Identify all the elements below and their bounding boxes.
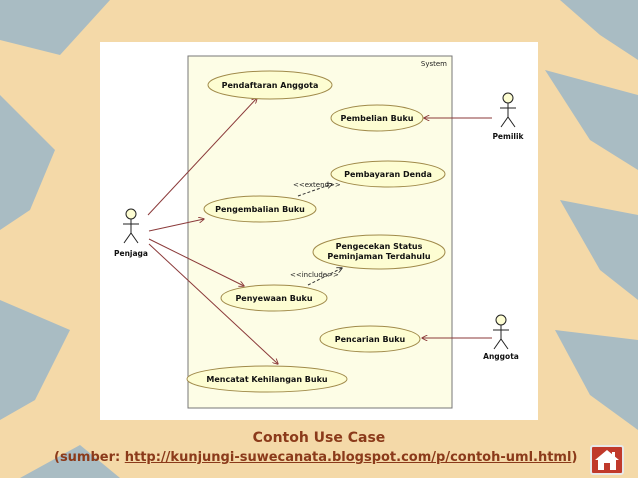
actor-legs [493,338,509,350]
actor-label: Penjaga [114,249,148,258]
use-case-pengembalian-buku: Pengembalian Buku [203,195,317,223]
system-label: System [421,60,447,68]
bg-shape [555,330,638,430]
use-case-shape [186,365,348,393]
use-case-label: Pengecekan Status [336,242,423,251]
use-case-shape [220,284,328,312]
actor-head [502,92,514,104]
bg-shape [560,200,638,300]
use-case-pencarian-buku: Pencarian Buku [319,325,421,353]
source-suffix: ) [571,450,578,465]
actor-label: Pemilik [492,132,524,141]
use-case-label: Pengembalian Buku [215,205,305,214]
use-case-label: Pembayaran Denda [344,170,432,179]
association-line [147,98,257,216]
use-case-mencatat-kehilangan-buku: Mencatat Kehilangan Buku [186,365,348,393]
system-boundary [187,55,453,409]
actor-label: Anggota [483,352,519,361]
use-case-shape [203,195,317,223]
diagram-card: System <<extend>> <<include>> Pendaftara… [100,42,538,420]
use-case-label: Penyewaan Buku [235,294,312,303]
actor-penjaga [123,208,139,244]
extend-line [297,184,332,197]
use-case-shape [312,234,446,270]
source-link[interactable]: http://kunjungi-suwecanata.blogspot.com/… [124,450,572,465]
bg-shape [0,300,70,420]
actor-head [495,314,507,326]
use-case-shape [330,104,424,132]
actor-head [125,208,137,220]
source-prefix: (sumber: [54,450,125,465]
use-case-penyewaan-buku: Penyewaan Buku [220,284,328,312]
actor-legs [123,232,139,244]
actor-legs [500,116,516,128]
use-case-diagram: System <<extend>> <<include>> Pendaftara… [114,55,525,409]
actor-pemilik [500,92,516,128]
bg-shape [0,95,55,230]
use-case-shape [207,70,333,100]
use-case-pengecekan-status: Pengecekan Status Peminjaman Terdahulu [312,234,446,270]
association-line [148,238,244,286]
include-label: <<include>> [290,271,339,279]
actor-anggota [493,314,509,350]
home-button[interactable] [590,445,624,475]
use-case-label: Mencatat Kehilangan Buku [206,375,328,384]
use-case-label: Pembelian Buku [341,114,414,123]
bg-shape [560,0,638,60]
home-icon [595,450,619,470]
use-case-pendaftaran-anggota: Pendaftaran Anggota [207,70,333,100]
bg-shape [545,70,638,170]
use-case-shape [330,160,446,188]
use-case-pembelian-buku: Pembelian Buku [330,104,424,132]
caption-source: (sumber: http://kunjungi-suwecanata.blog… [54,450,577,466]
association-line [148,219,204,232]
bg-shape [20,445,120,478]
bg-shape [0,0,110,55]
use-case-label: Pendaftaran Anggota [222,81,319,90]
use-case-shape [319,325,421,353]
extend-label: <<extend>> [293,181,341,189]
use-case-label: Pencarian Buku [335,335,406,344]
association-line [148,243,278,364]
caption-title: Contoh Use Case [252,430,386,446]
use-case-label-line2: Peminjaman Terdahulu [327,252,430,261]
include-line [307,268,342,286]
use-case-pembayaran-denda: Pembayaran Denda [330,160,446,188]
